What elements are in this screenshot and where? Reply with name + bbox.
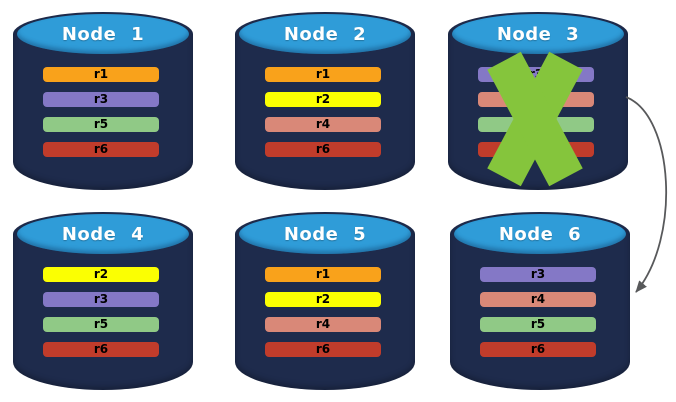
node-1: Node 1 r1 r3 r5 r6: [13, 12, 193, 190]
node-title: Node 5: [283, 223, 367, 245]
replica-list: r1 r3 r5 r6: [43, 67, 159, 157]
replica-bar: r5: [43, 317, 159, 332]
replica-bar: r3: [480, 267, 596, 282]
replica-list: r1 r2 r4 r6: [265, 267, 381, 357]
node-6: Node 6 r3 r4 r5 r6: [450, 212, 630, 390]
node-4: Node 4 r2 r3 r5 r6: [13, 212, 193, 390]
node-2: Node 2 r1 r2 r4 r6: [235, 12, 415, 190]
node-title: Node 4: [61, 223, 145, 245]
replica-list: r3 r4 r5 r6: [480, 267, 596, 357]
replica-bar: r6: [480, 342, 596, 357]
replica-bar: r2: [265, 92, 381, 107]
cylinder-top: Node 5: [239, 214, 411, 254]
replica-bar: r6: [43, 142, 159, 157]
cylinder-top: Node 3: [452, 14, 624, 54]
replica-bar: r1: [265, 67, 381, 82]
replica-bar: r4: [480, 292, 596, 307]
replica-bar: r2: [43, 267, 159, 282]
node-title: Node 2: [283, 23, 367, 45]
node-3: Node 3 r3 r4 r5 r6: [448, 12, 628, 190]
failure-x-icon: [487, 51, 583, 187]
replica-bar: r6: [265, 342, 381, 357]
node-title: Node 3: [496, 23, 580, 45]
cylinder-top: Node 4: [17, 214, 189, 254]
replica-bar: r5: [480, 317, 596, 332]
cylinder-top: Node 1: [17, 14, 189, 54]
replica-bar: r4: [265, 317, 381, 332]
replica-bar: r1: [265, 267, 381, 282]
node-title: Node 6: [498, 223, 582, 245]
replica-list: r1 r2 r4 r6: [265, 67, 381, 157]
replica-bar: r1: [43, 67, 159, 82]
cylinder-top: Node 6: [454, 214, 626, 254]
replica-bar: r3: [43, 92, 159, 107]
failover-arrow-path: [625, 96, 668, 293]
node-5: Node 5 r1 r2 r4 r6: [235, 212, 415, 390]
replica-bar: r6: [265, 142, 381, 157]
node-title: Node 1: [61, 23, 145, 45]
replica-bar: r5: [43, 117, 159, 132]
replica-list: r2 r3 r5 r6: [43, 267, 159, 357]
replica-bar: r4: [265, 117, 381, 132]
replica-bar: r2: [265, 292, 381, 307]
replica-bar: r3: [43, 292, 159, 307]
replica-bar: r6: [43, 342, 159, 357]
cylinder-top: Node 2: [239, 14, 411, 54]
